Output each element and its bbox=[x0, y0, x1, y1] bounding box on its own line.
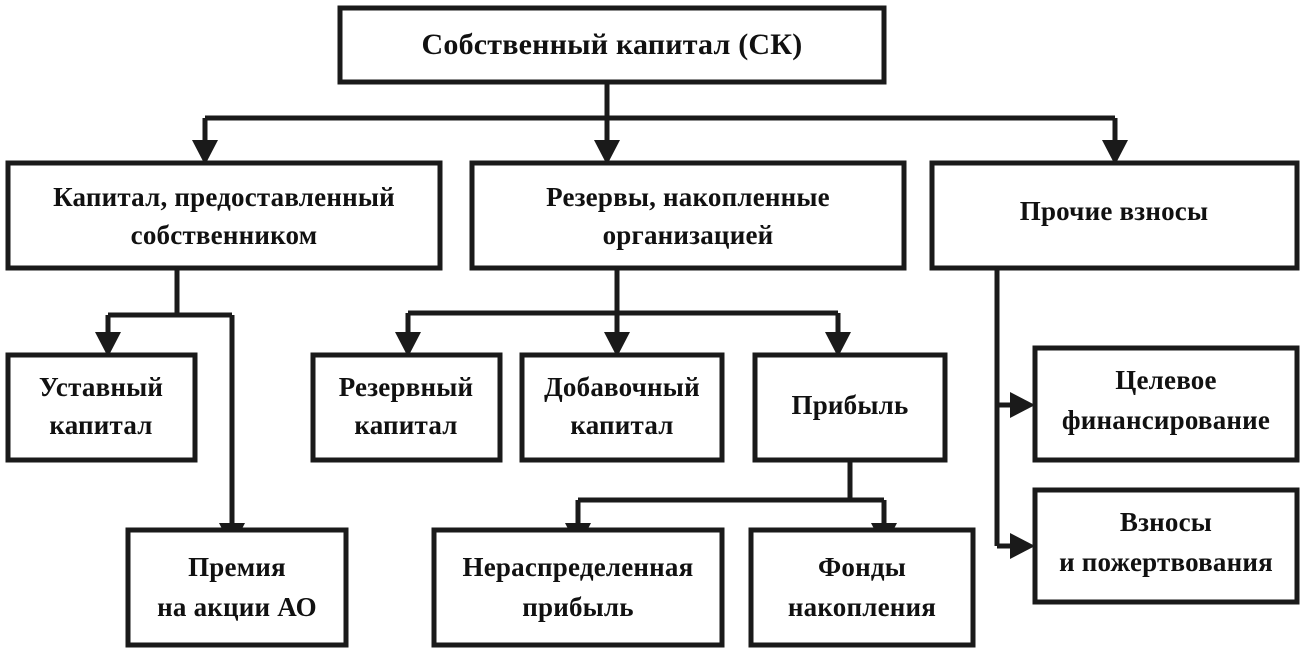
edge-profit-trunk bbox=[575, 460, 887, 530]
arrowhead-to-other-contributions bbox=[1102, 140, 1128, 165]
node-charter-capital[interactable]: Уставный капитал bbox=[5, 352, 198, 463]
charter-capital-label-line2: капитал bbox=[49, 410, 152, 440]
own-capital-label: Собственный капитал (СК) bbox=[422, 28, 803, 61]
retained-earnings-box[interactable] bbox=[431, 527, 725, 648]
node-reserve-capital[interactable]: Резервный капитал bbox=[310, 352, 503, 463]
reserves-accumulated-label-line1: Резервы, накопленные bbox=[546, 182, 830, 212]
edge-root-trunk bbox=[202, 82, 1118, 148]
arrowhead-to-additional-capital bbox=[604, 332, 630, 357]
node-profit[interactable]: Прибыль bbox=[752, 352, 948, 463]
arrowhead-to-capital-from-owner bbox=[192, 140, 218, 165]
node-retained-earnings[interactable]: Нераспределенная прибыль bbox=[431, 527, 725, 648]
accumulation-funds-label-line2: накопления bbox=[788, 592, 936, 622]
retained-earnings-label-line2: прибыль bbox=[522, 592, 634, 622]
arrowhead-to-target-financing bbox=[1010, 392, 1035, 418]
node-own-capital[interactable]: Собственный капитал (СК) bbox=[337, 5, 887, 85]
node-reserves-accumulated[interactable]: Резервы, накопленные организацией bbox=[469, 160, 907, 271]
reserves-accumulated-label-line2: организацией bbox=[603, 220, 774, 250]
node-share-premium[interactable]: Премия на акции АО bbox=[125, 527, 349, 648]
share-premium-box[interactable] bbox=[125, 527, 349, 648]
profit-label-line1: Прибыль bbox=[792, 390, 909, 420]
target-financing-label-line2: финансирование bbox=[1062, 405, 1270, 435]
arrowhead-to-profit bbox=[825, 332, 851, 357]
target-financing-box[interactable] bbox=[1032, 345, 1300, 463]
arrowhead-to-charter-capital bbox=[95, 332, 121, 357]
own-capital-box[interactable] bbox=[337, 5, 887, 85]
capital-from-owner-box[interactable] bbox=[5, 160, 443, 271]
node-contributions-donations[interactable]: Взносы и пожертвования bbox=[1032, 487, 1300, 605]
accumulation-funds-box[interactable] bbox=[748, 527, 976, 648]
other-contributions-box[interactable] bbox=[929, 160, 1300, 271]
node-target-financing[interactable]: Целевое финансирование bbox=[1032, 345, 1300, 463]
additional-capital-label-line1: Добавочный bbox=[544, 372, 700, 402]
node-capital-from-owner[interactable]: Капитал, предоставленный собственником bbox=[5, 160, 443, 271]
reserve-capital-label-line2: капитал bbox=[354, 410, 457, 440]
contributions-donations-label-line1: Взносы bbox=[1120, 507, 1212, 537]
charter-capital-box[interactable] bbox=[5, 352, 198, 463]
share-premium-label-line1: Премия bbox=[188, 552, 286, 582]
other-contributions-label-line1: Прочие взносы bbox=[1020, 196, 1209, 226]
profit-box[interactable] bbox=[752, 352, 948, 463]
share-premium-label-line2: на акции АО bbox=[157, 592, 317, 622]
additional-capital-box[interactable] bbox=[519, 352, 725, 463]
target-financing-label-line1: Целевое bbox=[1115, 365, 1216, 395]
charter-capital-label-line1: Уставный bbox=[39, 372, 163, 402]
connectors bbox=[95, 82, 1128, 559]
reserves-accumulated-box[interactable] bbox=[469, 160, 907, 271]
arrowhead-to-reserves-accumulated bbox=[594, 140, 620, 165]
node-additional-capital[interactable]: Добавочный капитал bbox=[519, 352, 725, 463]
accumulation-funds-label-line1: Фонды bbox=[818, 552, 906, 582]
contributions-donations-label-line2: и пожертвования bbox=[1059, 547, 1273, 577]
node-accumulation-funds[interactable]: Фонды накопления bbox=[748, 527, 976, 648]
arrowhead-to-contributions-donations bbox=[1010, 533, 1035, 559]
retained-earnings-label-line1: Нераспределенная bbox=[463, 552, 694, 582]
reserve-capital-box[interactable] bbox=[310, 352, 503, 463]
edge-reserves-trunk bbox=[405, 268, 841, 340]
node-other-contributions[interactable]: Прочие взносы bbox=[929, 160, 1300, 271]
arrowhead-to-reserve-capital bbox=[395, 332, 421, 357]
reserve-capital-label-line1: Резервный bbox=[339, 372, 474, 402]
additional-capital-label-line2: капитал bbox=[570, 410, 673, 440]
edge-capital-from-owner-trunk bbox=[105, 268, 235, 530]
capital-from-owner-label-line1: Капитал, предоставленный bbox=[53, 182, 395, 212]
contributions-donations-box[interactable] bbox=[1032, 487, 1300, 605]
capital-from-owner-label-line2: собственником bbox=[131, 220, 318, 250]
